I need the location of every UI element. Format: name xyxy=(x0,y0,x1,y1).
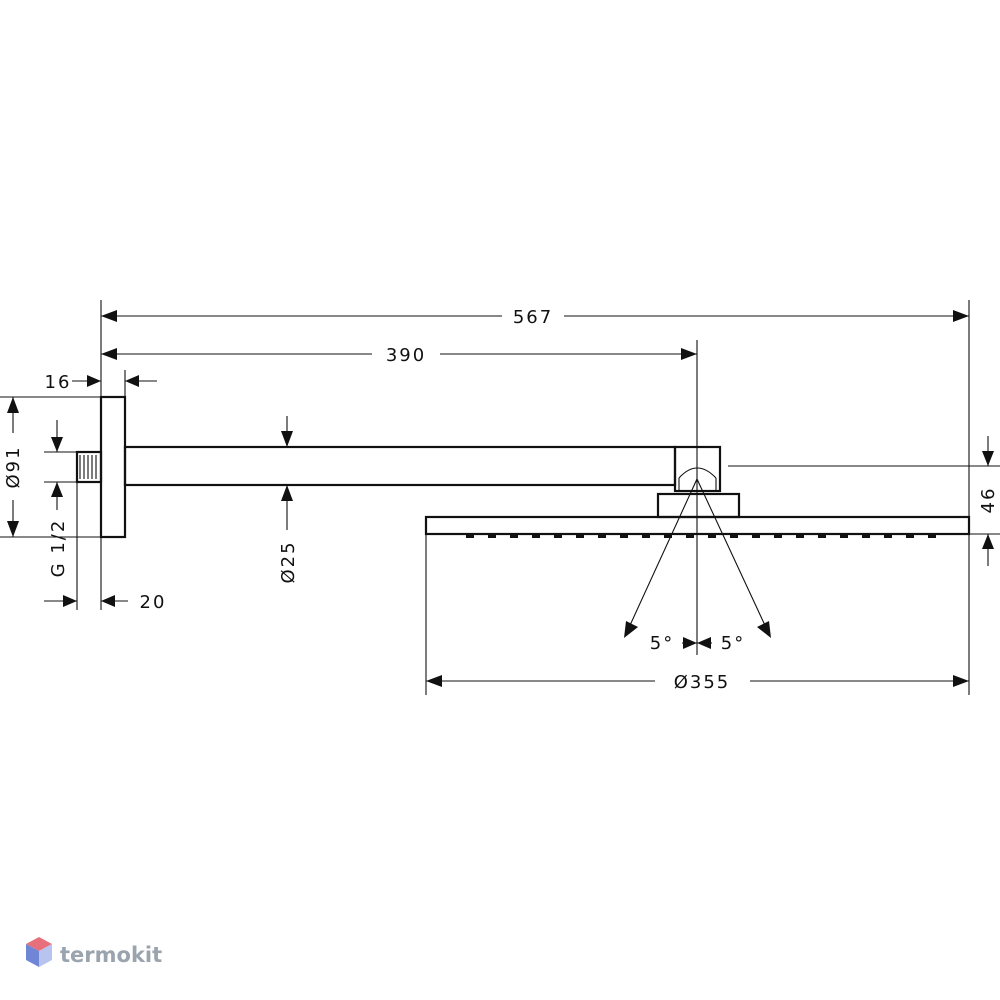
nozzle xyxy=(686,535,694,538)
label-overall-length: 567 xyxy=(513,307,553,328)
nozzle xyxy=(708,535,716,538)
label-flange-thickness: 16 xyxy=(45,372,72,393)
nozzle xyxy=(466,535,474,538)
nozzle xyxy=(510,535,518,538)
label-thread: G 1/2 xyxy=(48,519,69,578)
nozzle xyxy=(730,535,738,538)
dimension-thread: G 1/2 xyxy=(44,420,76,577)
threaded-connector xyxy=(75,450,103,484)
label-thread-length: 20 xyxy=(140,592,167,613)
dimension-flange-thickness: 16 xyxy=(45,370,157,396)
dimension-arm-diameter: Ø25 xyxy=(278,416,299,584)
dimension-flange-diameter: Ø91 xyxy=(0,396,100,538)
watermark-text: termokit xyxy=(60,943,162,967)
dimension-thread-length: 20 xyxy=(44,483,167,613)
nozzle xyxy=(752,535,760,538)
nozzle xyxy=(664,535,672,538)
cube-right-face xyxy=(39,944,52,967)
shower-head-nozzles xyxy=(466,535,936,538)
dimension-overall-length: 567 xyxy=(100,300,970,516)
nozzle xyxy=(554,535,562,538)
cube-icon xyxy=(26,937,52,967)
label-arm-length: 390 xyxy=(386,345,426,366)
dimension-tilt-angles: 5° 5° xyxy=(624,478,771,654)
shower-arm xyxy=(123,445,677,487)
nozzle xyxy=(818,535,826,538)
dimension-arm-length: 390 xyxy=(101,340,698,655)
nozzle xyxy=(532,535,540,538)
label-tilt-right: 5° xyxy=(721,633,745,654)
label-head-diameter: Ø355 xyxy=(674,672,731,693)
nozzle xyxy=(840,535,848,538)
swivel-ball-joint xyxy=(656,490,741,519)
label-head-height: 46 xyxy=(978,487,999,514)
nozzle xyxy=(576,535,584,538)
nozzle xyxy=(598,535,606,538)
dimension-head-diameter: Ø355 xyxy=(425,535,970,695)
label-arm-diameter: Ø25 xyxy=(278,540,299,583)
wall-flange xyxy=(99,395,127,539)
cube-left-face xyxy=(26,944,39,967)
nozzle xyxy=(488,535,496,538)
nozzle xyxy=(862,535,870,538)
nozzle xyxy=(796,535,804,538)
nozzle xyxy=(884,535,892,538)
label-flange-diameter: Ø91 xyxy=(3,445,24,488)
termokit-logo: termokit xyxy=(26,937,162,967)
nozzle xyxy=(928,535,936,538)
nozzle xyxy=(642,535,650,538)
nozzle xyxy=(620,535,628,538)
label-tilt-left: 5° xyxy=(650,633,674,654)
nozzle xyxy=(774,535,782,538)
dimension-head-height: 46 xyxy=(728,436,1000,566)
nozzle xyxy=(906,535,914,538)
